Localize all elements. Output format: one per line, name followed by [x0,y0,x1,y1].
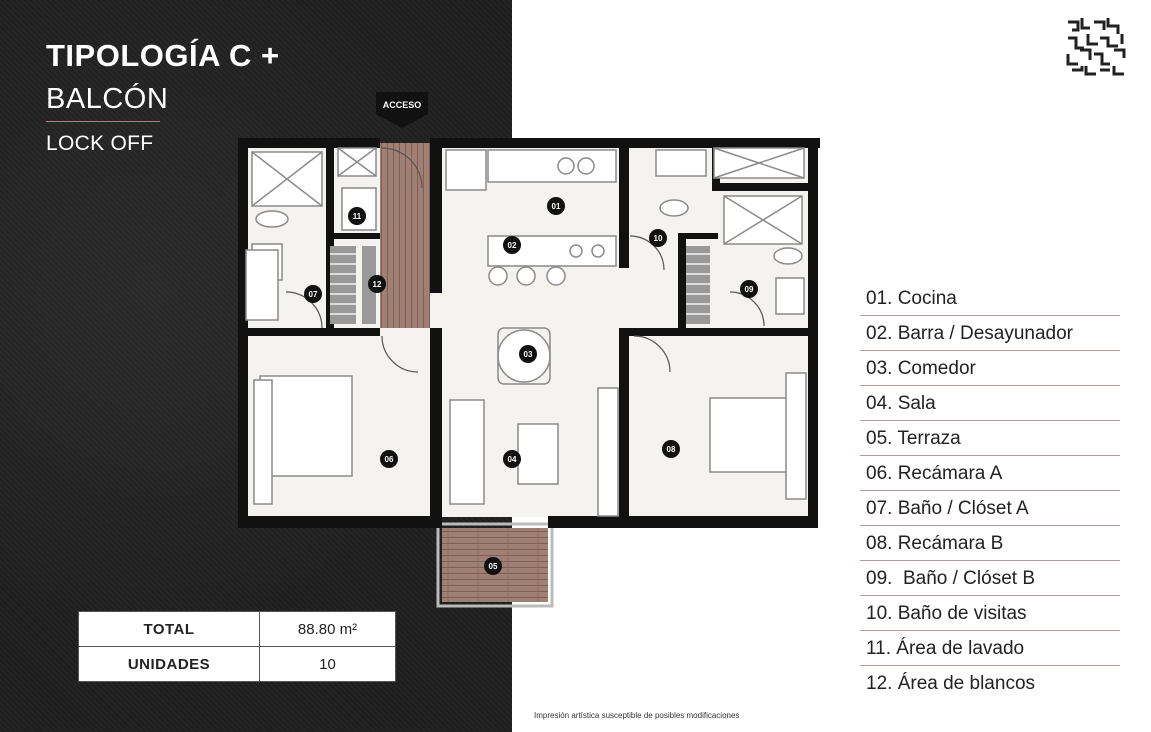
walls [238,138,820,528]
room-marker-09: 09 [745,285,754,294]
legend-item: 11. Área de lavado [860,632,1120,666]
title-typology: TIPOLOGÍA C + [46,38,280,73]
access-label: ACCESO [383,100,422,110]
legend-item: 12. Área de blancos [866,673,1036,694]
title-subtitle: BALCÓN [46,83,169,115]
access-marker: ACCESO [376,92,428,128]
room-marker-12: 12 [373,280,382,289]
stats-table: TOTAL 88.80 m² UNIDADES 10 [78,611,396,682]
legend-item: 04. Sala [860,387,1120,421]
room-marker-02: 02 [508,241,517,250]
room-marker-10: 10 [654,234,663,243]
door-swings [285,147,765,373]
legend-item: 08. Recámara B [860,527,1120,561]
total-label: TOTAL [78,611,260,647]
stats-row-units: UNIDADES 10 [78,646,396,682]
disclaimer-text: Impresión artística susceptible de posib… [534,711,740,720]
room-marker-01: 01 [552,202,561,211]
units-label: UNIDADES [78,646,260,682]
legend-item: 02. Barra / Desayunador [860,317,1120,351]
room-marker-03: 03 [524,350,533,359]
room-marker-07: 07 [309,290,318,299]
title-lock-off: LOCK OFF [46,132,154,155]
room-marker-11: 11 [353,212,362,221]
stats-row-total: TOTAL 88.80 m² [78,611,396,647]
room-marker-08: 08 [667,445,676,454]
fixtures [245,147,807,517]
hall-wood-floor [380,143,430,328]
room-legend: 01. Cocina 02. Barra / Desayunador 03. C… [860,282,1120,702]
floor-plan: ACCESO 01 02 03 04 05 06 07 08 09 10 11 … [238,92,820,608]
legend-item: 10. Baño de visitas [860,597,1120,631]
brand-logo-icon [1066,18,1126,76]
room-marker-05: 05 [489,562,498,571]
room-marker-04: 04 [508,455,517,464]
legend-item: 01. Cocina [860,282,1120,316]
room-marker-06: 06 [385,455,394,464]
legend-item: 07. Baño / Clóset A [860,492,1120,526]
units-value: 10 [259,646,396,682]
legend-item: 03. Comedor [860,352,1120,386]
title-divider [46,121,160,122]
legend-item: 05. Terraza [860,422,1120,456]
legend-item: 06. Recámara A [860,457,1120,491]
total-value: 88.80 m² [259,611,396,647]
legend-item: 09. Baño / Clóset B [860,562,1120,596]
closet-slats [330,246,710,324]
